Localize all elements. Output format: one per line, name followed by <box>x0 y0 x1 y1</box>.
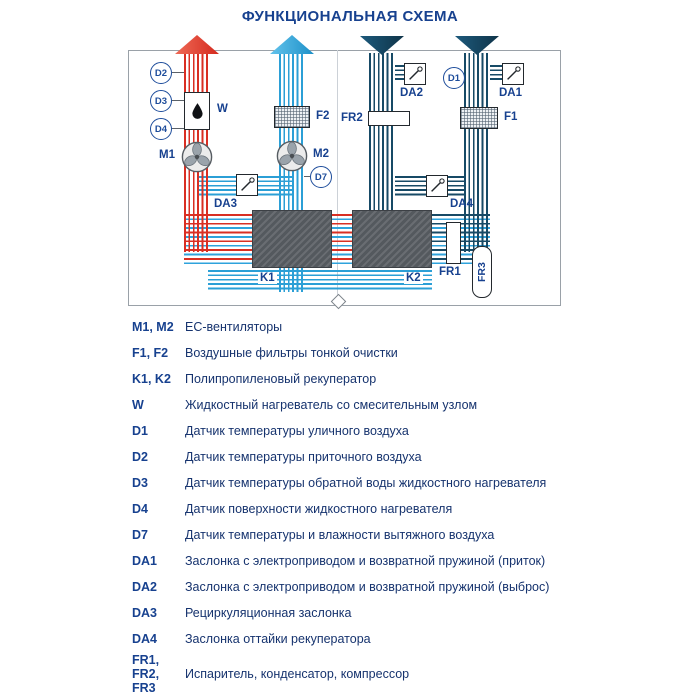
label-f2: F2 <box>316 110 330 122</box>
sensor-d4: D4 <box>150 118 172 140</box>
legend-row: D3 Датчик температуры обратной воды жидко… <box>132 470 700 496</box>
label-da4: DA4 <box>450 198 474 210</box>
supply-arrow-icon <box>175 35 219 54</box>
connector-line <box>172 100 184 101</box>
da1-stub-duct <box>490 65 502 81</box>
legend-desc: Датчик температуры уличного воздуха <box>185 424 409 438</box>
recuperator-k2 <box>352 210 432 268</box>
sensor-d1: D1 <box>443 67 465 89</box>
sensor-d2: D2 <box>150 62 172 84</box>
legend-row: DA2 Заслонка с электроприводом и возвратн… <box>132 574 700 600</box>
label-m2: M2 <box>313 148 329 160</box>
legend-desc: Заслонка с электроприводом и возвратной … <box>185 554 546 568</box>
fan-m2 <box>276 140 308 172</box>
legend-row: DA3 Рециркуляционная заслонка <box>132 600 700 626</box>
label-da3: DA3 <box>214 198 238 210</box>
legend-desc: Жидкостный нагреватель со смесительным у… <box>185 398 478 412</box>
extract-duct <box>369 53 395 214</box>
legend-key: W <box>132 398 144 412</box>
damper-da4 <box>426 175 448 197</box>
legend-desc: Заслонка с электроприводом и возвратной … <box>185 580 550 594</box>
damper-da3 <box>236 174 258 196</box>
fan-m1 <box>181 141 213 173</box>
legend-desc: Датчик температуры приточного воздуха <box>185 450 422 464</box>
bottom-duct-band <box>208 270 432 292</box>
legend-desc: Датчик температуры и влажности вытяжного… <box>185 528 495 542</box>
unit-section-divider <box>337 50 338 304</box>
legend-key: FR1, FR2, FR3 <box>132 653 160 695</box>
legend-key: K1, K2 <box>132 372 171 386</box>
legend-key: D3 <box>132 476 148 490</box>
label-da2: DA2 <box>400 87 424 99</box>
filter-f1 <box>460 107 498 129</box>
legend-key: DA2 <box>132 580 158 594</box>
fan-icon <box>276 140 308 172</box>
legend-row: DA1 Заслонка с электроприводом и возвратн… <box>132 548 700 574</box>
damper-icon <box>409 66 423 80</box>
fan-icon <box>181 141 213 173</box>
legend-row: D1 Датчик температуры уличного воздуха <box>132 418 700 444</box>
damper-da1 <box>502 63 524 85</box>
legend-key: M1, M2 <box>132 320 174 334</box>
legend-row: D2 Датчик температуры приточного воздуха <box>132 444 700 470</box>
legend-desc: Полипропиленовый рекуператор <box>185 372 377 386</box>
legend-key: F1, F2 <box>132 346 169 360</box>
legend-key: D2 <box>132 450 148 464</box>
damper-icon <box>431 178 445 192</box>
recuperator-k1 <box>252 210 332 268</box>
filter-f2 <box>274 106 310 128</box>
label-k1: K1 <box>258 272 277 284</box>
label-da1: DA1 <box>499 87 523 99</box>
legend-key: DA1 <box>132 554 158 568</box>
damper-icon <box>241 177 255 191</box>
evaporator-fr1 <box>446 222 461 264</box>
legend-desc: Датчик поверхности жидкостного нагревате… <box>185 502 453 516</box>
legend-desc: Испаритель, конденсатор, компрессор <box>185 667 410 681</box>
heater-w <box>184 92 210 130</box>
page-title: ФУНКЦИОНАЛЬНАЯ СХЕМА <box>241 8 459 25</box>
exhaust-arrow-icon <box>270 35 314 54</box>
legend-row: M1, M2 EC-вентиляторы <box>132 314 700 340</box>
label-m1: M1 <box>159 149 175 161</box>
compressor-fr3: FR3 <box>472 246 492 298</box>
label-w: W <box>217 103 228 115</box>
legend-desc: Рециркуляционная заслонка <box>185 606 352 620</box>
connector-line <box>304 176 310 177</box>
legend-row: W Жидкостный нагреватель со смесительным … <box>132 392 700 418</box>
legend-key: DA3 <box>132 606 158 620</box>
damper-da2 <box>404 63 426 85</box>
label-fr1: FR1 <box>437 266 463 278</box>
sensor-d3: D3 <box>150 90 172 112</box>
label-k2: K2 <box>404 272 423 284</box>
legend-desc: Воздушные фильтры тонкой очистки <box>185 346 398 360</box>
label-fr2: FR2 <box>341 112 363 124</box>
legend-key: D7 <box>132 528 148 542</box>
legend-desc: EC-вентиляторы <box>185 320 283 334</box>
damper-icon <box>507 66 521 80</box>
sensor-d7: D7 <box>310 166 332 188</box>
connector-line <box>172 72 184 73</box>
legend-desc: Датчик температуры обратной воды жидкост… <box>185 476 547 490</box>
legend-key: D1 <box>132 424 148 438</box>
condenser-fr2 <box>368 111 410 126</box>
legend-row: F1, F2 Воздушные фильтры тонкой очистки <box>132 340 700 366</box>
connector-line <box>172 128 184 129</box>
legend-desc: Заслонка оттайки рекуператора <box>185 632 371 646</box>
legend-row: DA4 Заслонка оттайки рекуператора <box>132 626 700 652</box>
legend-key: D4 <box>132 502 148 516</box>
legend-key: DA4 <box>132 632 158 646</box>
functional-diagram: ФУНКЦИОНАЛЬНАЯ СХЕМА <box>0 0 700 310</box>
legend-row: D4 Датчик поверхности жидкостного нагрева… <box>132 496 700 522</box>
legend-row: K1, K2 Полипропиленовый рекуператор <box>132 366 700 392</box>
outdoor-duct <box>464 53 490 252</box>
water-drop-icon <box>191 103 203 119</box>
legend: M1, M2 EC-вентиляторы F1, F2 Воздушные фил… <box>132 314 700 696</box>
da2-stub-duct <box>395 65 404 81</box>
legend-row: FR1, FR2, FR3 Испаритель, конденсатор, ко… <box>132 652 700 696</box>
legend-row: D7 Датчик температуры и влажности вытяжно… <box>132 522 700 548</box>
label-f1: F1 <box>504 111 518 123</box>
